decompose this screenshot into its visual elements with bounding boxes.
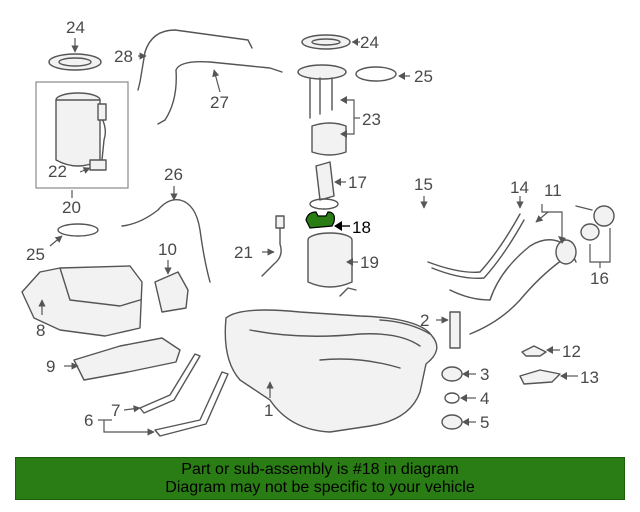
part-7-strap bbox=[98, 353, 229, 437]
callout-18[interactable]: 18 bbox=[352, 218, 371, 237]
part-13-bracket bbox=[519, 369, 578, 385]
part-26-hose bbox=[121, 186, 211, 283]
callout-3[interactable]: 3 bbox=[480, 365, 489, 384]
part-20-fuel-pump-assembly bbox=[35, 81, 129, 198]
part-24-gasket-right bbox=[301, 34, 360, 50]
callout-1[interactable]: 1 bbox=[264, 401, 273, 420]
callout-25a[interactable]: 25 bbox=[414, 67, 433, 86]
part-28-hose bbox=[137, 29, 253, 91]
callout-28[interactable]: 28 bbox=[114, 47, 133, 66]
part-14-pipe bbox=[427, 196, 525, 279]
part-4-clip bbox=[444, 392, 476, 404]
part-25-ring-right bbox=[355, 66, 410, 82]
callout-24b[interactable]: 24 bbox=[360, 33, 379, 52]
callout-21[interactable]: 21 bbox=[234, 243, 253, 262]
callout-2[interactable]: 2 bbox=[420, 311, 429, 330]
part-24-gasket-left bbox=[48, 38, 102, 71]
part-17-fuel-pump bbox=[309, 161, 346, 210]
part-19-filter-housing bbox=[307, 232, 358, 288]
part-15-hose bbox=[397, 196, 428, 246]
part-23-pump-module bbox=[297, 64, 360, 156]
callout-19[interactable]: 19 bbox=[360, 253, 379, 272]
callout-17[interactable]: 17 bbox=[348, 173, 367, 192]
part-16-fuel-cap bbox=[575, 205, 615, 268]
part-27-hose bbox=[157, 60, 283, 125]
part-10-bracket bbox=[154, 260, 189, 313]
callout-24a[interactable]: 24 bbox=[66, 18, 85, 37]
callout-16[interactable]: 16 bbox=[590, 269, 609, 288]
callout-4[interactable]: 4 bbox=[480, 389, 489, 408]
callout-5[interactable]: 5 bbox=[480, 413, 489, 432]
part-18-highlighted bbox=[305, 211, 350, 231]
callout-15[interactable]: 15 bbox=[414, 175, 433, 194]
callout-25b[interactable]: 25 bbox=[26, 245, 45, 264]
part-9-protector bbox=[64, 337, 181, 381]
part-1-fuel-tank bbox=[224, 287, 438, 433]
info-banner: Part or sub-assembly is #18 in diagram D… bbox=[15, 457, 625, 500]
part-8-protector bbox=[21, 265, 143, 337]
callout-12[interactable]: 12 bbox=[562, 342, 581, 361]
callout-11[interactable]: 11 bbox=[544, 181, 562, 200]
callout-20[interactable]: 20 bbox=[62, 198, 81, 217]
callout-8[interactable]: 8 bbox=[36, 321, 45, 340]
callout-27[interactable]: 27 bbox=[210, 93, 229, 112]
callout-10[interactable]: 10 bbox=[158, 240, 177, 259]
callout-22[interactable]: 22 bbox=[48, 162, 67, 181]
banner-line-1: Part or sub-assembly is #18 in diagram bbox=[181, 461, 459, 478]
callout-23[interactable]: 23 bbox=[362, 110, 381, 129]
part-12-clamp bbox=[521, 345, 560, 357]
part-11-filler-pipe bbox=[449, 204, 577, 335]
callout-6[interactable]: 6 bbox=[84, 411, 93, 430]
callout-9[interactable]: 9 bbox=[46, 357, 55, 376]
part-21-sender bbox=[261, 215, 285, 277]
part-5-grommet bbox=[441, 414, 476, 430]
callout-7[interactable]: 7 bbox=[111, 401, 120, 420]
part-25-ring-left bbox=[49, 223, 99, 247]
part-2-sensor bbox=[436, 311, 461, 349]
callout-26[interactable]: 26 bbox=[164, 165, 183, 184]
callout-13[interactable]: 13 bbox=[580, 368, 599, 387]
callout-14[interactable]: 14 bbox=[510, 178, 529, 197]
part-3-grommet bbox=[441, 366, 476, 382]
parts-diagram: 24 22 20 25 28 27 26 10 bbox=[21, 18, 615, 437]
banner-line-2: Diagram may not be specific to your vehi… bbox=[165, 479, 475, 496]
